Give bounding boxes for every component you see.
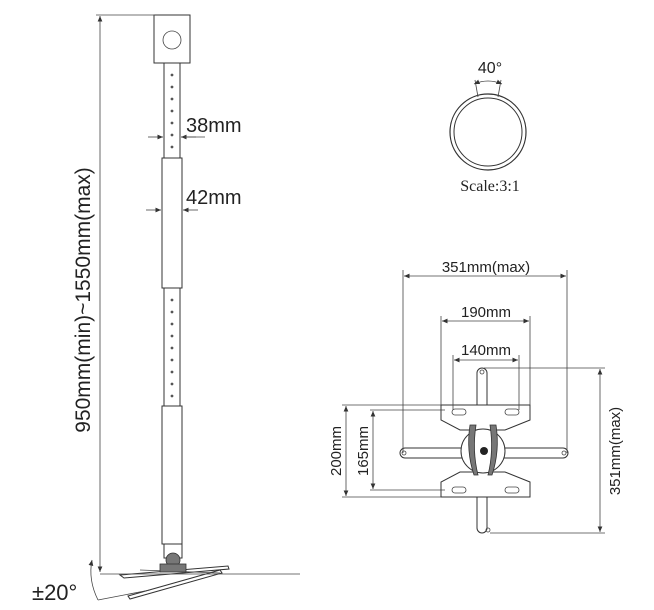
slot-inner-label: 140mm <box>461 342 511 359</box>
slot-outer-label: 190mm <box>461 304 511 321</box>
bottom-plate <box>440 471 531 498</box>
ceiling-plate <box>153 14 191 64</box>
middle-tube <box>161 157 183 289</box>
lower-diameter-label: 42mm <box>186 187 242 209</box>
scale-label: Scale:3:1 <box>460 178 520 195</box>
arm-span-horizontal-label: 351mm(max) <box>442 259 530 276</box>
pole-assembly: ±20° 950mm(min)~1550mm(max) 38mm 42mm <box>32 14 300 605</box>
tube-cross-section: 40° Scale:3:1 <box>449 60 527 195</box>
lower-tube <box>161 405 183 545</box>
angle-label: 40° <box>478 60 502 77</box>
upper-diameter-label: 38mm <box>186 115 242 137</box>
tilt-arc <box>88 559 99 601</box>
tilt-label: ±20° <box>32 580 77 605</box>
length-label: 950mm(min)~1550mm(max) <box>72 167 95 432</box>
plate-height-inner-label: 165mm <box>355 426 372 476</box>
arm-span-vertical-label: 351mm(max) <box>607 407 624 495</box>
bracket-top-view: 351mm(max) 190mm 140mm 200mm 165mm 351mm… <box>328 259 624 534</box>
ceiling-plate-hole <box>162 30 182 50</box>
adjustment-holes <box>170 73 174 398</box>
projector-bracket-side <box>118 543 230 600</box>
plate-height-outer-label: 200mm <box>328 426 345 476</box>
